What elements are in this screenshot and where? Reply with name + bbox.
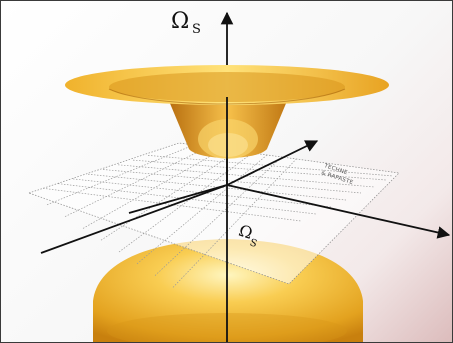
- svg-text:S: S: [248, 237, 258, 250]
- svg-text:S: S: [192, 22, 201, 37]
- axis-diagonal: [128, 184, 228, 214]
- axis-horizontal: [40, 184, 228, 254]
- main-omega-label: Ω S: [171, 9, 201, 37]
- plane-omega-label: Ω S: [236, 221, 258, 250]
- upper-funnel: [65, 65, 389, 159]
- axis-horizontal-arrow: [226, 184, 451, 239]
- axis-diagonal-arrow: [226, 140, 319, 186]
- svg-text:Ω: Ω: [236, 221, 254, 243]
- svg-text:Ω: Ω: [171, 9, 189, 34]
